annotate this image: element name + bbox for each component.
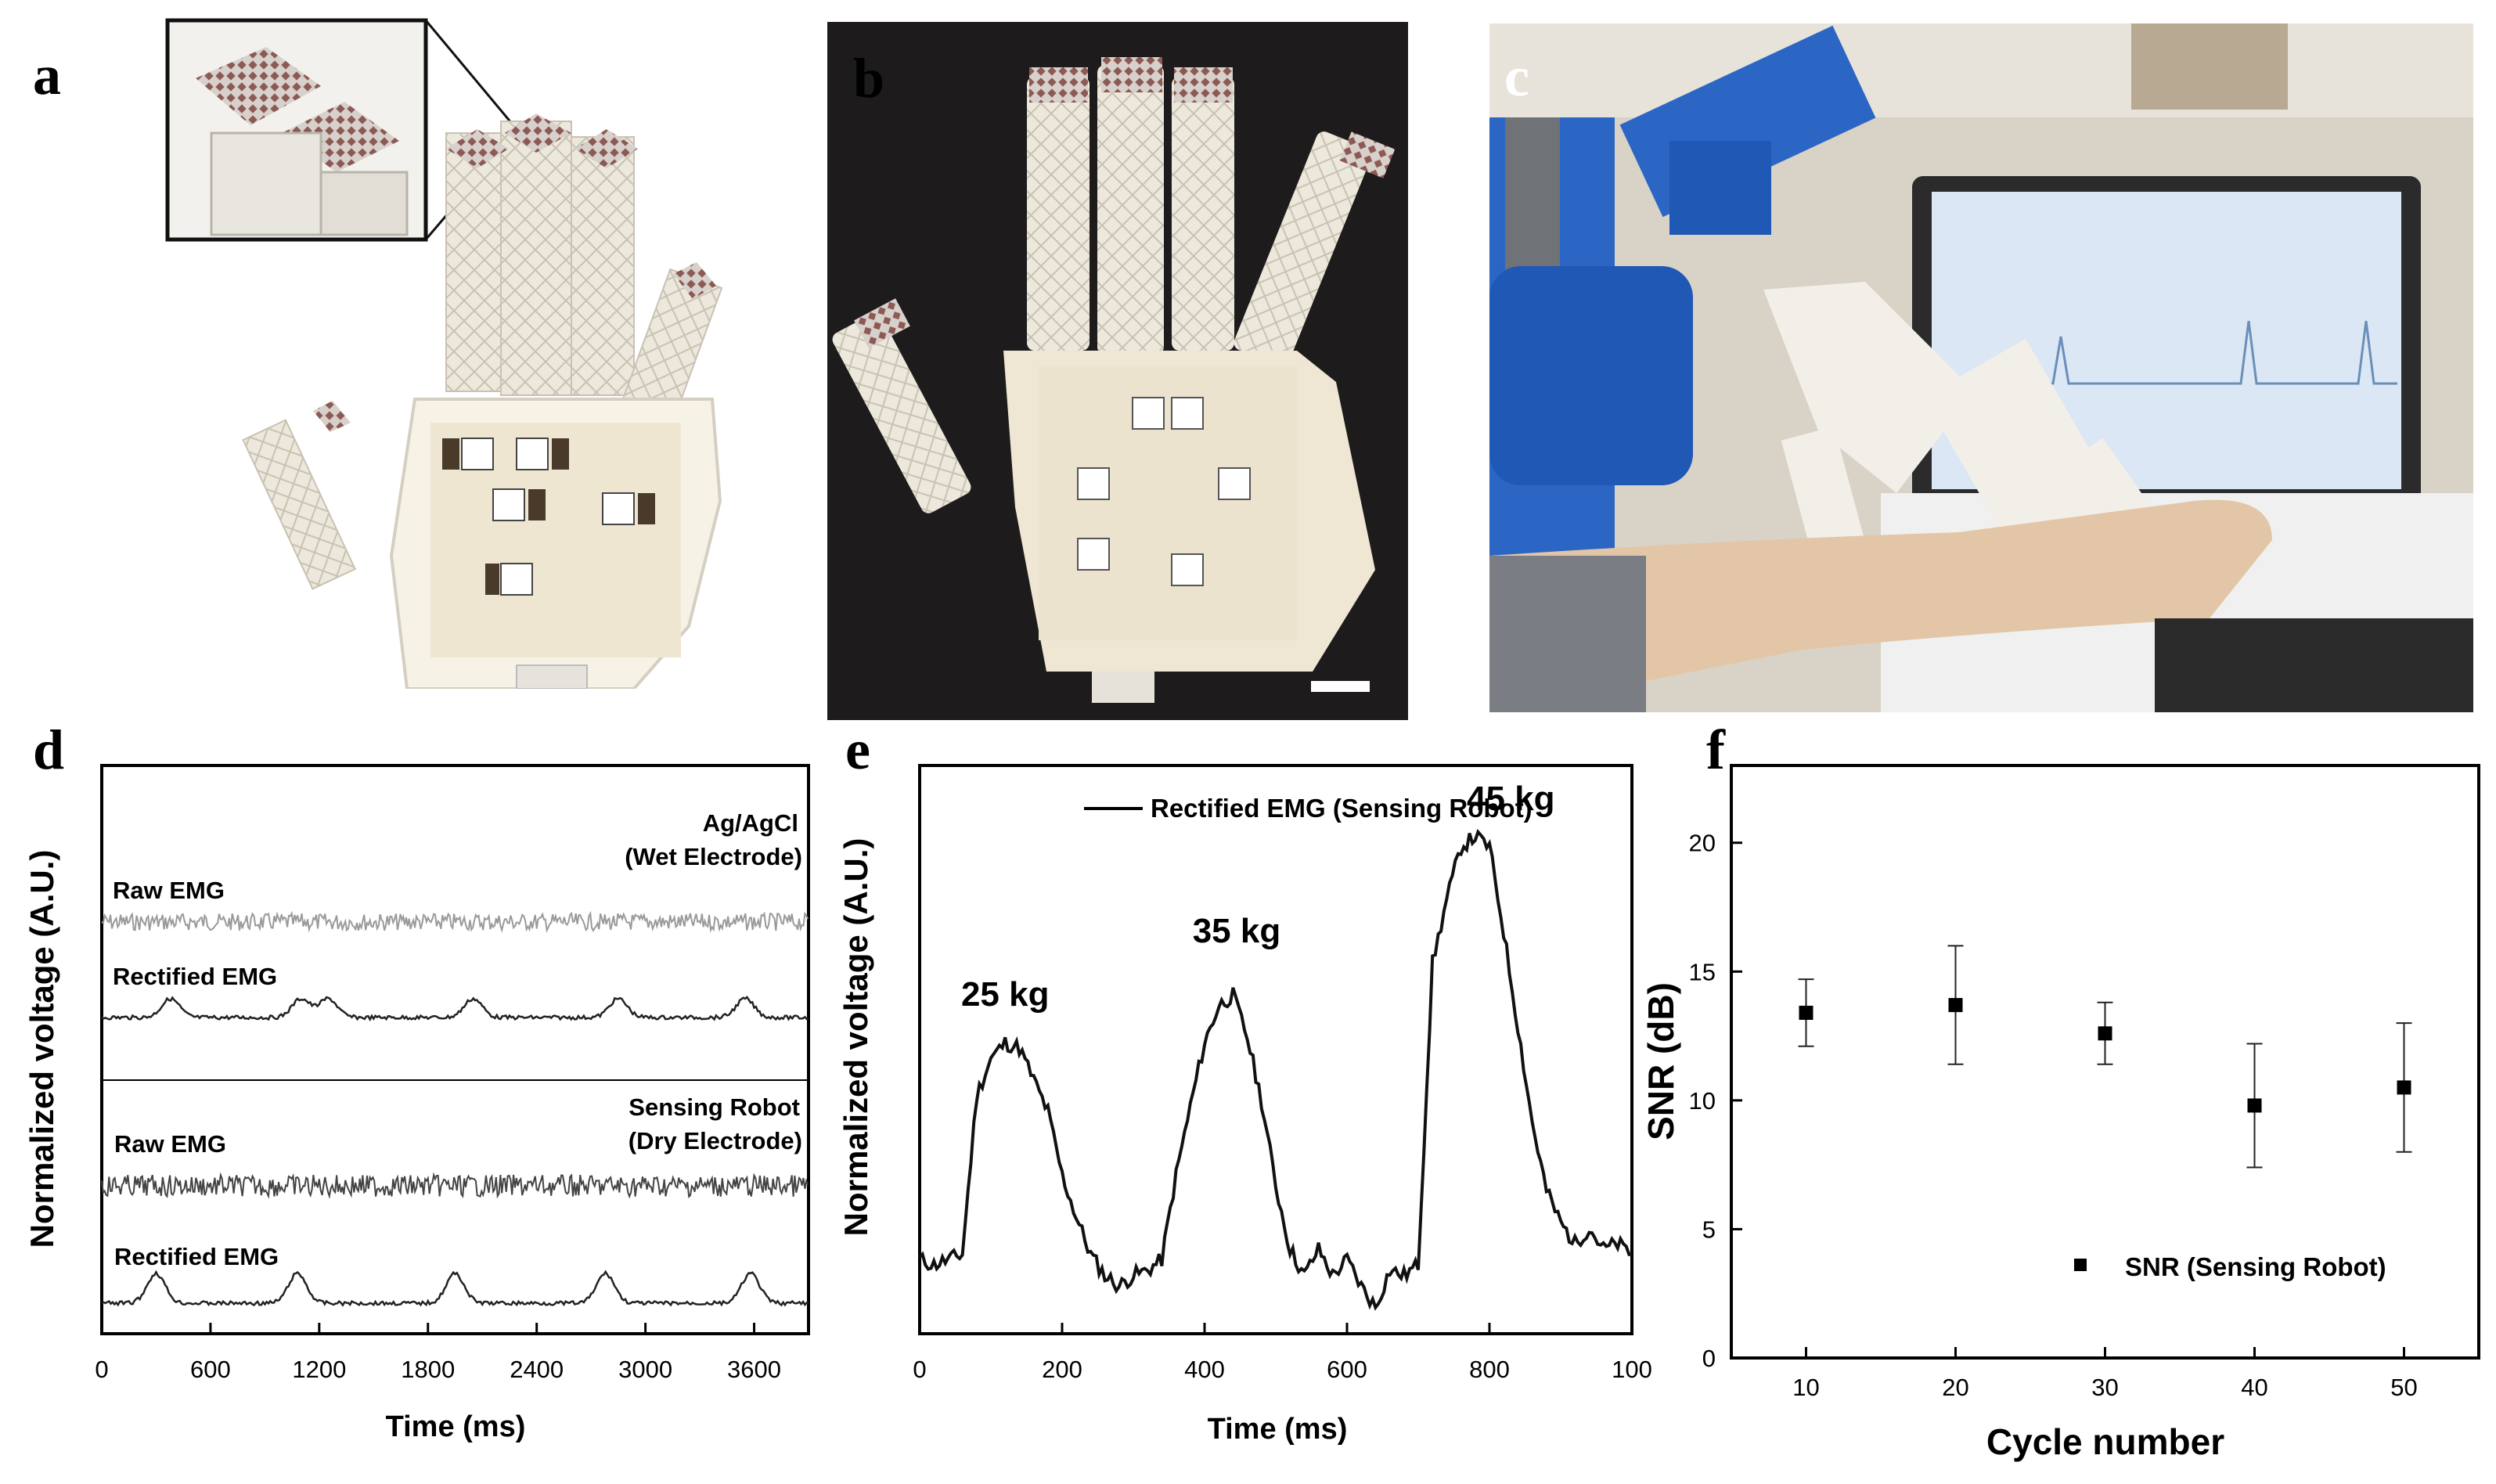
panel-label-f: f (1706, 719, 1725, 781)
panel-e-legend-text: Rectified EMG (Sensing Robot) (1151, 794, 1533, 823)
panel-f-y-tick-label: 10 (1689, 1087, 1716, 1115)
panel-f-data-point (2397, 1080, 2411, 1095)
panel-f-x-tick-label: 30 (2091, 1374, 2118, 1401)
panel-e-x-tick-label: 100 (1612, 1356, 1652, 1383)
panel-d-bottom-rect-label: Rectified EMG (114, 1243, 279, 1270)
panel-f-data-point (2098, 1026, 2112, 1041)
panel-d-dry-label-1: Sensing Robot (629, 1093, 800, 1121)
panel-d-wet-label-2: (Wet Electrode) (625, 843, 802, 870)
panel-d-x-axis-label: Time (ms) (386, 1410, 526, 1443)
panel-label-a: a (33, 44, 61, 106)
robot-arm-photo-image (1489, 23, 2473, 712)
scale-bar (1311, 681, 1370, 692)
panel-e-x-tick-label: 600 (1327, 1356, 1367, 1383)
panel-label-e: e (845, 719, 870, 781)
panel-f-x-tick-label: 40 (2241, 1374, 2267, 1401)
panel-label-b: b (853, 47, 885, 110)
panel-f-y-axis-label: SNR (dB) (1641, 982, 1681, 1140)
panel-f-y-tick-label: 20 (1689, 830, 1716, 857)
panel-f-x-tick-label: 50 (2390, 1374, 2417, 1401)
panel-d-bottom-raw-label: Raw EMG (114, 1130, 226, 1158)
panel-d-top-rect-label: Rectified EMG (113, 963, 277, 990)
panel-e-annotation: 45 kg (1467, 780, 1555, 818)
panel-e-annotation: 35 kg (1193, 912, 1281, 950)
hand-render-image (165, 18, 723, 689)
panel-d-wet-label-1: Ag/AgCl (703, 809, 798, 837)
panel-f-y-tick-label: 0 (1702, 1345, 1716, 1372)
panel-f-data-point (1948, 998, 1963, 1013)
panel-f-data-point (2247, 1098, 2262, 1113)
panel-f-legend-marker (2074, 1259, 2087, 1271)
panel-f-x-axis-label: Cycle number (1986, 1421, 2224, 1462)
panel-e-x-axis-label: Time (ms) (1208, 1413, 1348, 1446)
panel-f-y-tick-label: 15 (1689, 958, 1716, 985)
panel-e-x-tick-label: 800 (1469, 1356, 1510, 1383)
panel-e-x-tick-label: 200 (1042, 1356, 1082, 1383)
panel-d-y-axis-label: Normalized voltage (A.U.) (23, 850, 60, 1248)
panel-f-legend-text: SNR (Sensing Robot) (2125, 1252, 2386, 1281)
panel-e-x-tick-label: 400 (1184, 1356, 1225, 1383)
panel-e-series-line (918, 828, 1633, 1311)
panel-d-dry-label-2: (Dry Electrode) (629, 1127, 802, 1154)
panel-e-annotation: 25 kg (961, 975, 1050, 1014)
panel-f-x-tick-label: 10 (1792, 1374, 1819, 1401)
panel-f-y-tick-label: 5 (1702, 1216, 1716, 1243)
hand-photo-image (827, 22, 1408, 720)
panel-label-c: c (1504, 45, 1529, 108)
panel-e-plot-frame (918, 764, 1633, 1335)
panel-e-x-tick-label: 0 (913, 1356, 926, 1383)
panel-f-data-point (1799, 1005, 1813, 1020)
panel-f-x-tick-label: 20 (1942, 1374, 1968, 1401)
panel-d-top-raw-label: Raw EMG (113, 877, 225, 904)
panel-e-y-axis-label: Normalized voltage (A.U.) (837, 838, 874, 1237)
panel-label-d: d (33, 719, 65, 781)
